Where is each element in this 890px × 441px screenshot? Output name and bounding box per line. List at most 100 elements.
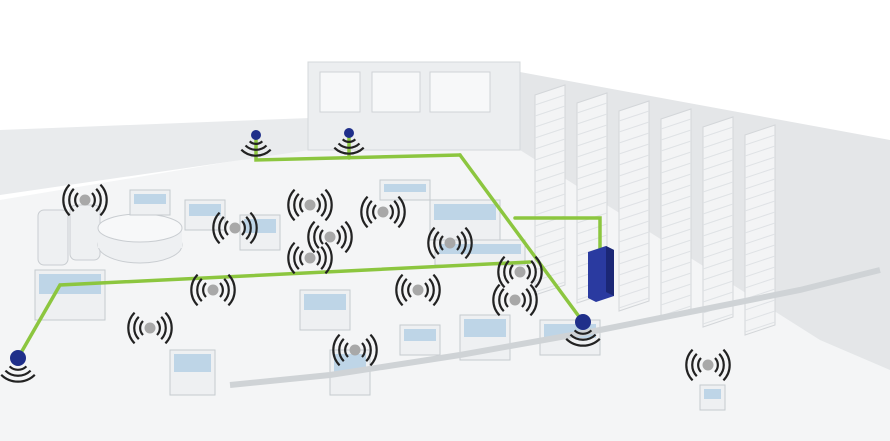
rack-shelf [534,94,566,106]
wireless-sensor-icon [497,255,543,289]
rack-shelf [702,192,734,204]
conveyor [229,327,601,388]
rack-shelf [660,217,692,229]
rack-shelf [576,157,608,169]
machine [299,289,351,331]
rack-shelf [534,127,566,139]
machine [129,189,171,216]
rack-shelf [660,250,692,262]
silos [37,204,183,266]
storage-rack [534,84,566,296]
rack-shelf [660,195,692,207]
rack-shelf [744,178,776,190]
rack-shelf [534,248,566,260]
rack-shelf [702,159,734,171]
machine [169,349,216,396]
rack-shelf [702,225,734,237]
rack-shelf [660,151,692,163]
rack-shelf [702,214,734,226]
machine [399,324,441,356]
rack-shelf [618,187,650,199]
rack-shelf [618,198,650,210]
rack-shelf [576,146,608,158]
rack-shelf [534,171,566,183]
rack-shelf [702,291,734,303]
storage-rack [660,108,692,320]
rack-shelf [744,255,776,267]
wireless-sensor-icon [127,311,173,345]
server-cabinet-icon [588,246,614,302]
rack-shelf [660,272,692,284]
rack-shelf [618,154,650,166]
rack-shelf [702,148,734,160]
rack-shelf [660,239,692,251]
rack-shelf [744,299,776,311]
rack-shelf [744,134,776,146]
rack-shelf [702,126,734,138]
machine [699,384,726,411]
wireless-sensor-icon [332,333,378,367]
rack-shelf [576,168,608,180]
rack-shelf [744,233,776,245]
rack-shelf [660,162,692,174]
rack-shelf [534,204,566,216]
rack-shelf [660,261,692,273]
rack-shelf [744,167,776,179]
rack-shelf [702,280,734,292]
rack-shelf [660,283,692,295]
wireless-access-point-icon [240,130,272,157]
rack-shelf [702,203,734,215]
link-server [513,216,602,252]
rack-shelf [576,179,608,191]
rack-shelf [534,116,566,128]
wireless-sensor-icon [212,211,258,245]
rack-shelf [534,182,566,194]
rack-shelf [618,231,650,243]
high-bay-storage-racks [534,84,776,336]
rack-shelf [576,234,608,246]
rack-shelf [744,189,776,201]
rack-shelf [576,102,608,114]
rack-shelf [618,275,650,287]
rack-shelf [618,220,650,232]
rack-shelf [618,110,650,122]
rack-shelf [534,237,566,249]
back-wall-left [0,118,310,195]
wireless-sensor-icon [427,226,473,260]
rack-shelf [534,193,566,205]
machine [34,269,106,321]
rack-shelf [702,181,734,193]
rack-shelf [534,105,566,117]
rack-shelf [618,264,650,276]
rack-shelf [618,297,650,309]
rack-shelf [744,145,776,157]
rack-shelf [744,156,776,168]
rack-shelf [618,132,650,144]
wireless-access-point-icon [333,128,365,155]
rack-shelf [618,121,650,133]
rack-shelf [744,222,776,234]
storage-rack [744,124,776,336]
rack-shelf [702,269,734,281]
wireless-access-point-icon [0,350,36,383]
rack-shelf [576,135,608,147]
storage-rack [702,116,734,328]
wireless-sensor-icon [685,348,731,382]
rack-shelf [660,206,692,218]
wireless-sensor-icon [307,220,353,254]
rack-shelf [660,184,692,196]
machine [239,214,281,251]
rack-shelf [618,165,650,177]
rack-shelf [576,201,608,213]
rack-shelf [660,173,692,185]
rack-shelf [660,129,692,141]
office-building [307,61,521,151]
rack-shelf [534,281,566,293]
rack-shelf [702,170,734,182]
rack-shelf [618,143,650,155]
machine [379,179,431,201]
rack-shelf [618,286,650,298]
rack-shelf [744,310,776,322]
rack-shelf [576,190,608,202]
